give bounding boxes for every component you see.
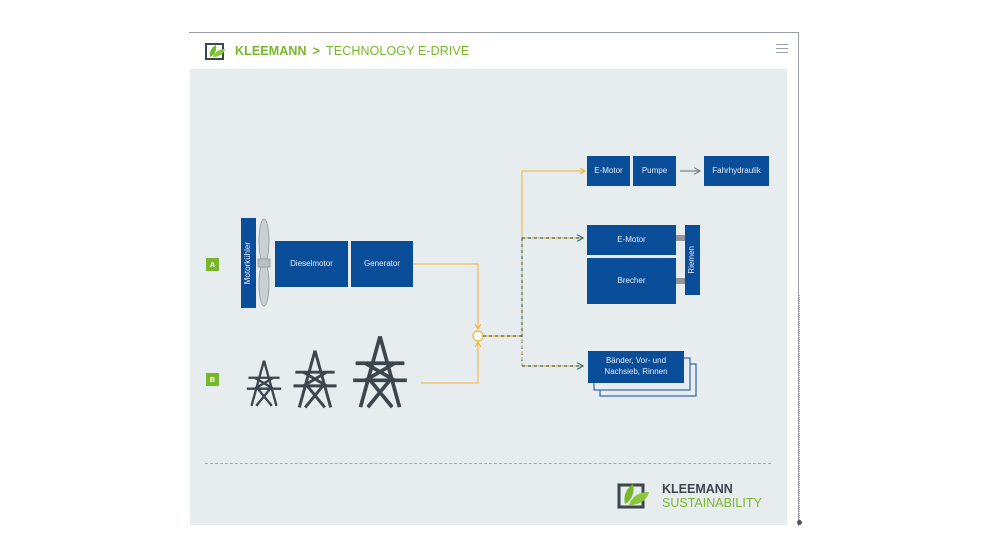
header: KLEEMANN > TECHNOLOGY E-DRIVE xyxy=(189,33,798,69)
diesel-engine-box: Dieselmotor xyxy=(275,241,348,287)
footer-divider xyxy=(205,463,771,464)
source-a-tag: A xyxy=(206,258,219,271)
footer-brand: KLEEMANN SUSTAINABILITY xyxy=(662,482,762,510)
hydraulic-emotor-box: E-Motor xyxy=(587,156,630,186)
footer-brand-name: KLEEMANN xyxy=(662,482,733,496)
scrollbar-handle[interactable] xyxy=(797,520,802,525)
breadcrumb: KLEEMANN > TECHNOLOGY E-DRIVE xyxy=(235,44,469,58)
kleemann-logo-icon[interactable] xyxy=(205,41,227,61)
belt-box: Riemen xyxy=(685,225,700,295)
crusher-box: Brecher xyxy=(587,258,676,304)
source-b-tag: B xyxy=(206,373,219,386)
belt-label: Riemen xyxy=(687,246,697,274)
line-grid-to-junction xyxy=(421,340,482,384)
crusher-emotor-box: E-Motor xyxy=(587,225,676,255)
diagram-canvas xyxy=(190,69,787,525)
kleemann-sustainability-logo-icon xyxy=(617,483,649,509)
conveyors-box: Bänder, Vor- und Nachsieb, Rinnen xyxy=(588,351,684,383)
line-generator-to-junction xyxy=(413,263,482,331)
generator-box: Generator xyxy=(351,241,413,287)
footer-tagline: SUSTAINABILITY xyxy=(662,496,762,510)
breadcrumb-current: TECHNOLOGY E-DRIVE xyxy=(326,44,470,58)
scrollbar-track[interactable] xyxy=(799,295,800,522)
line-to-hydraulic xyxy=(521,167,587,336)
propeller-fan-icon xyxy=(257,218,271,307)
hamburger-menu-icon[interactable] xyxy=(776,44,788,56)
junction-node-icon xyxy=(472,330,484,342)
breadcrumb-home[interactable]: KLEEMANN xyxy=(235,44,307,58)
motor-cooler-box: Motorkühler xyxy=(241,218,256,308)
travel-hydraulics-box: Fahrhydraulik xyxy=(704,156,769,186)
power-pylon-icon xyxy=(246,335,407,409)
pump-box: Pumpe xyxy=(633,156,676,186)
motor-cooler-label: Motorkühler xyxy=(243,241,253,285)
breadcrumb-separator: > xyxy=(312,44,321,58)
